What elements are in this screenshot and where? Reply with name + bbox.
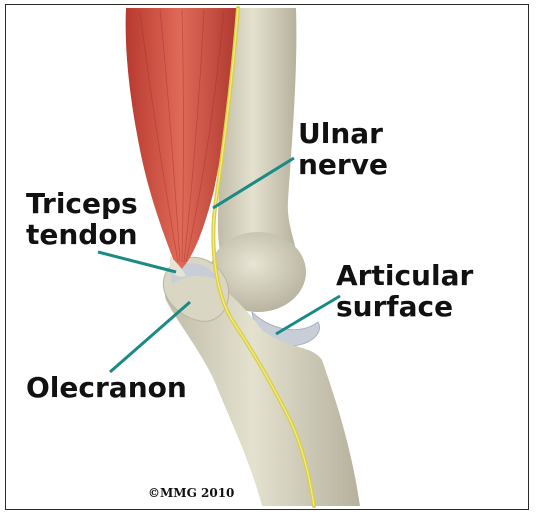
copyright-text: ©MMG 2010	[148, 486, 234, 500]
articular-surface-label: Articular surface	[336, 260, 473, 322]
triceps-tendon-label-line2: tendon	[26, 219, 138, 250]
triceps-tendon-label-line1: Triceps	[26, 188, 138, 219]
olecranon-leader	[110, 302, 190, 372]
triceps-tendon-label: Triceps tendon	[26, 188, 138, 250]
olecranon-label: Olecranon	[26, 372, 187, 403]
ulnar-nerve-label: Ulnar nerve	[298, 118, 388, 180]
articular-surface-label-line2: surface	[336, 291, 473, 322]
ulnar-nerve-label-line1: Ulnar	[298, 118, 388, 149]
articular-surface-label-line1: Articular	[336, 260, 473, 291]
ulnar-nerve-label-line2: nerve	[298, 149, 388, 180]
triceps-tendon-leader	[98, 252, 176, 272]
